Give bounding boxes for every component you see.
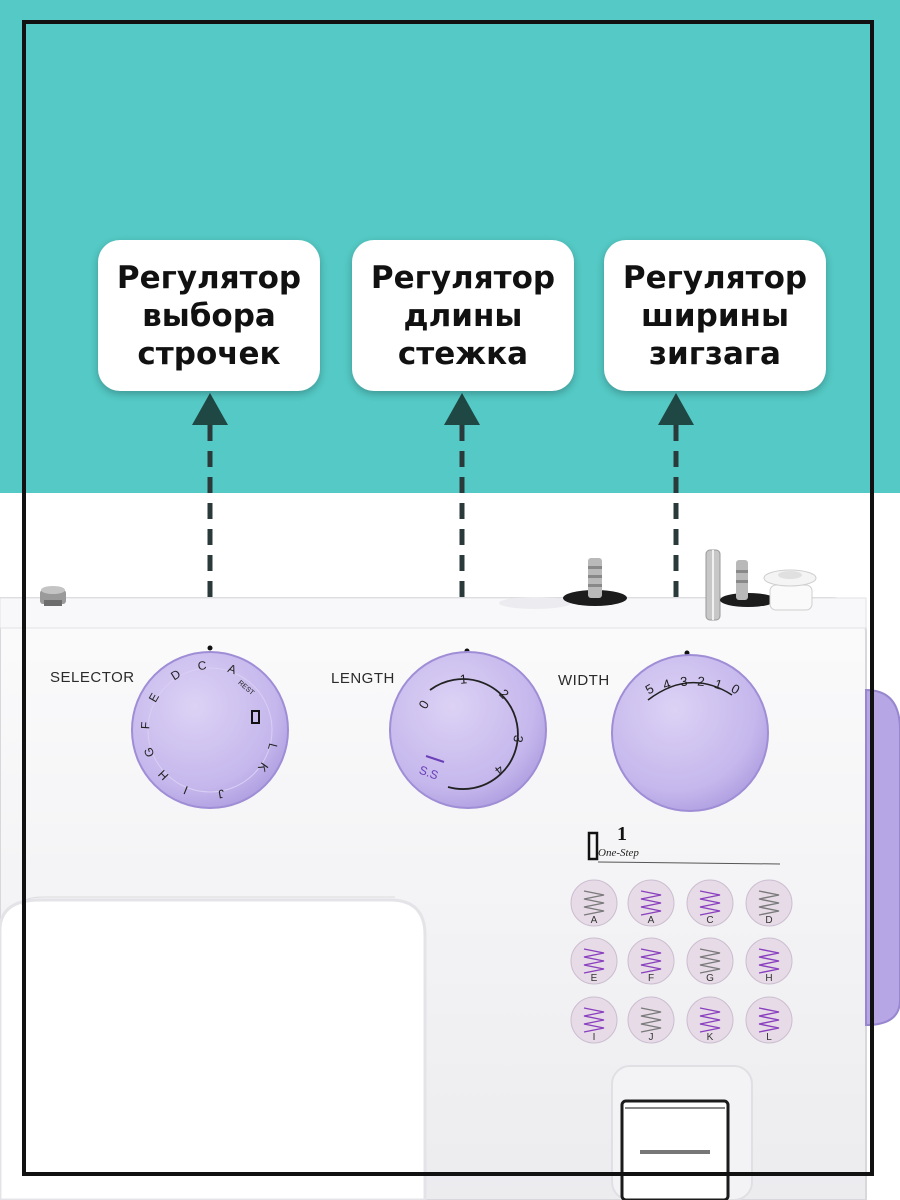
length-mark: 3 xyxy=(510,734,526,744)
width-mark: 2 xyxy=(697,674,706,690)
arrow-length xyxy=(444,393,480,598)
stitch-pattern-letter: G xyxy=(706,973,714,984)
width-mark: 3 xyxy=(680,674,689,690)
callout-width: Регулятор ширины зигзага xyxy=(604,240,826,391)
stitch-pattern-letter: I xyxy=(593,1032,596,1043)
callout-line: длины xyxy=(403,297,523,334)
stitch-pattern-letter: J xyxy=(649,1032,654,1043)
callout-line: Регулятор xyxy=(622,259,808,296)
stitch-pattern-c: C xyxy=(686,879,734,927)
stitch-pattern-e: E xyxy=(570,937,618,985)
stitch-pattern-k: K xyxy=(686,996,734,1044)
selector-letter: F xyxy=(138,721,152,729)
callout-line: выбора xyxy=(142,297,276,334)
selector-letter: C xyxy=(197,658,208,673)
stitch-pattern-a: A xyxy=(570,879,618,927)
callout-line: ширины xyxy=(640,297,789,334)
stitch-pattern-letter: C xyxy=(706,915,713,926)
stitch-pattern-g: G xyxy=(686,937,734,985)
callout-line: строчек xyxy=(137,335,281,372)
one-step-mark xyxy=(251,710,260,724)
stitch-pattern-d: D xyxy=(745,879,793,927)
callout-line: стежка xyxy=(397,335,529,372)
stitch-pattern-letter: A xyxy=(648,915,655,926)
selector-letter: J xyxy=(217,786,225,801)
arm-opening xyxy=(0,898,427,1200)
stitch-pattern-a: A xyxy=(627,879,675,927)
handwheel xyxy=(865,688,900,1027)
stitch-pattern-i: I xyxy=(570,996,618,1044)
arrow-width xyxy=(658,393,694,598)
callout-line: Регулятор xyxy=(116,259,302,296)
top-cover-latch xyxy=(499,597,571,609)
selector-letter: L xyxy=(265,742,280,752)
width-label: WIDTH xyxy=(558,672,610,689)
stitch-pattern-letter: A xyxy=(591,915,598,926)
length-dial-ss: S.S xyxy=(417,763,440,783)
stitch-pattern-j: J xyxy=(627,996,675,1044)
svg-text:1: 1 xyxy=(617,823,627,845)
callout-selector: Регулятор выбора строчек xyxy=(98,240,320,391)
arrow-selector xyxy=(192,393,228,598)
spool-pin-1 xyxy=(563,558,627,606)
one-step-text: One-Step xyxy=(598,847,639,859)
callout-line: Регулятор xyxy=(370,259,556,296)
one-step-logo: 1 xyxy=(587,823,781,865)
left-spool-pin xyxy=(40,586,66,606)
callout-length: Регулятор длины стежка xyxy=(352,240,574,391)
thread-guide-post xyxy=(705,549,721,621)
spool-pin-2 xyxy=(720,560,776,607)
stitch-pattern-letter: F xyxy=(648,973,654,984)
length-mark: 1 xyxy=(459,671,468,687)
stitch-pattern-chart: A A C D E F G H I J K L xyxy=(570,879,793,1044)
length-label: LENGTH xyxy=(331,670,395,687)
width-mark: 1 xyxy=(713,676,725,693)
stitch-pattern-l: L xyxy=(745,996,793,1044)
stitch-pattern-letter: L xyxy=(766,1032,772,1043)
stitch-pattern-letter: D xyxy=(765,915,772,926)
top-cover-seam xyxy=(0,597,867,629)
stitch-pattern-f: F xyxy=(627,937,675,985)
stitch-pattern-h: H xyxy=(745,937,793,985)
selector-label: SELECTOR xyxy=(50,669,135,686)
width-mark: 4 xyxy=(661,676,673,693)
stitch-pattern-letter: K xyxy=(707,1032,714,1043)
stitch-pattern-letter: E xyxy=(591,973,598,984)
stitch-pattern-letter: H xyxy=(765,973,772,984)
selector-letter: I xyxy=(182,783,190,797)
callout-line: зигзага xyxy=(649,335,781,372)
bobbin-winder xyxy=(763,569,817,611)
selector-letter: G xyxy=(141,745,157,759)
